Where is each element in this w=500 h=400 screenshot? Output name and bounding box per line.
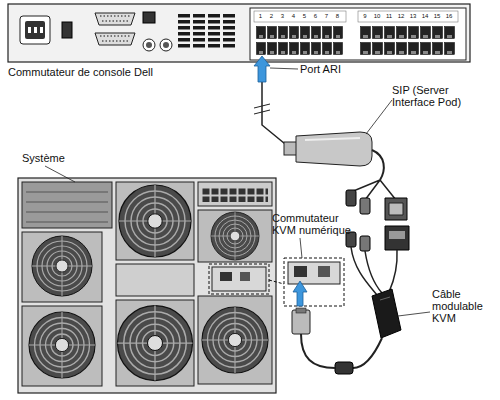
- callout-label: Port ARI: [300, 63, 360, 75]
- port-number: 8: [332, 13, 343, 20]
- port-number: 3: [277, 13, 288, 20]
- callout-label: SIP (Server Interface Pod): [392, 84, 487, 108]
- port-number: 13: [407, 13, 419, 20]
- port-number: 14: [419, 13, 431, 20]
- port-number: 12: [395, 13, 407, 20]
- port-number: 9: [359, 13, 371, 20]
- port-number: 4: [288, 13, 299, 20]
- console-switch: [8, 4, 470, 62]
- port-number: 7: [321, 13, 332, 20]
- system-chassis: [18, 166, 276, 393]
- port-number: 1: [255, 13, 266, 20]
- ari-connection: [254, 56, 298, 148]
- callout-label: Système: [22, 152, 82, 164]
- callout-label: Commutateur de console Dell: [8, 66, 208, 78]
- callout-label: Commutateur KVM numérique: [272, 212, 356, 236]
- port-number: 5: [299, 13, 310, 20]
- port-number: 6: [310, 13, 321, 20]
- port-number: 11: [383, 13, 395, 20]
- callout-label: Câble modulable KVM: [432, 288, 494, 324]
- port-number: 16: [443, 13, 455, 20]
- port-number: 15: [431, 13, 443, 20]
- server-interface-pod: [284, 100, 392, 166]
- port-number: 2: [266, 13, 277, 20]
- port-number: 10: [371, 13, 383, 20]
- kvm-switch-inset: [269, 238, 344, 334]
